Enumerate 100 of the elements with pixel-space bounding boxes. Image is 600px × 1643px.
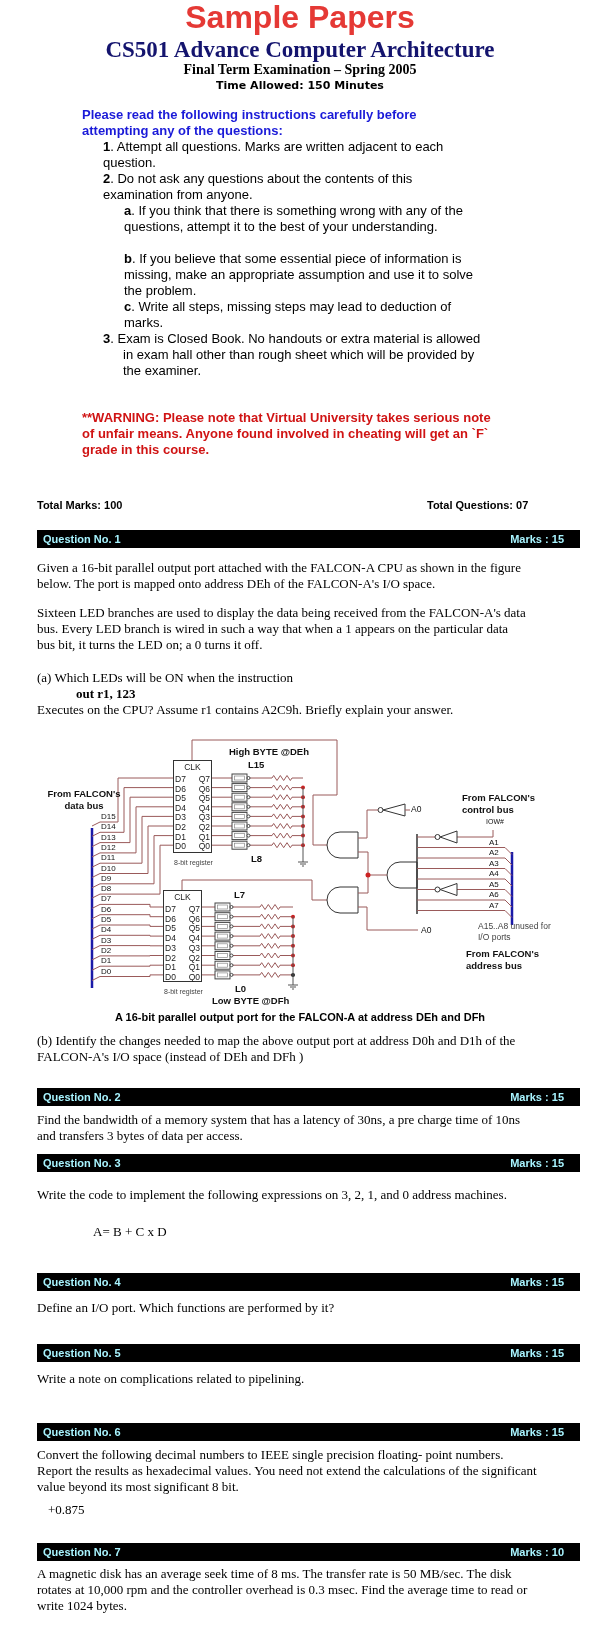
pin-label: Q5 bbox=[188, 923, 200, 934]
pin-label: D3 bbox=[175, 812, 186, 823]
marks-label: Marks : 15 bbox=[510, 1089, 564, 1105]
bus-label: From FALCON's data bus bbox=[46, 788, 122, 812]
number-value: +0.875 bbox=[48, 1502, 85, 1518]
pin-label: D0 bbox=[175, 841, 186, 852]
total-questions: Total Questions: 07 bbox=[427, 498, 529, 513]
question-header-bar bbox=[37, 1344, 580, 1362]
question-header-bar bbox=[37, 1543, 580, 1561]
question-text: Convert the following decimal numbers to IEEE single precision floating- point numbers. Report the results as hexadecimal values. You need not extend the calculations of the significant value beyond its most significant 8 bit. bbox=[37, 1447, 537, 1495]
signal-label: D5 bbox=[101, 915, 112, 925]
pin-label: Q6 bbox=[188, 913, 200, 924]
signal-label: D1 bbox=[101, 956, 112, 967]
question-number: Question No. 2 bbox=[43, 1089, 121, 1105]
question-text: Sixteen LED branches are used to display the data being received from the FALCON-A's data bus. Every LED branch is wired in such a way that when a 1 appears on the particular data bus bit, it turns the LED on; a 0 turns it off. bbox=[37, 605, 527, 653]
signal-label: D8 bbox=[101, 884, 112, 895]
question-number: Question No. 6 bbox=[43, 1424, 121, 1440]
pin-label: Q3 bbox=[188, 942, 200, 953]
signal-label: D9 bbox=[101, 873, 112, 884]
pin-label: D7 bbox=[175, 774, 186, 784]
pin-label: D3 bbox=[165, 942, 176, 953]
signal-label: D2 bbox=[101, 945, 112, 956]
signal-label: D3 bbox=[101, 935, 112, 946]
pin-label: Q6 bbox=[198, 783, 210, 794]
byte-label: High BYTE @DEh bbox=[229, 746, 309, 757]
signal-label: A0 bbox=[411, 804, 422, 814]
marks-label: Marks : 10 bbox=[510, 1544, 564, 1560]
instruction-item: a. If you think that there is something wrong with any of the questions, attempt it to the best of your understanding. bbox=[124, 203, 464, 235]
pin-label: Q0 bbox=[198, 841, 210, 852]
pin-label: Q0 bbox=[188, 971, 200, 982]
signal-label: D0 bbox=[101, 966, 112, 977]
pin-label: Q2 bbox=[188, 952, 200, 963]
question-text: Define an I/O port. Which functions are performed by it? bbox=[37, 1300, 336, 1316]
led-label: L0 bbox=[235, 983, 247, 994]
pin-label: Q4 bbox=[188, 933, 200, 944]
pin-label: D4 bbox=[165, 933, 176, 944]
question-text: Executes on the CPU? Assume r1 contains A2C9h. Briefly explain your answer. bbox=[37, 702, 455, 718]
question-header-bar bbox=[37, 1423, 580, 1441]
instruction-item: b. If you believe that some essential piece of information is missing, make an appropriate assumption and use it to solve the problem. bbox=[124, 251, 475, 299]
pin-label: Q3 bbox=[198, 812, 210, 823]
pin-label: D1 bbox=[165, 962, 176, 973]
total-marks: Total Marks: 100 bbox=[37, 498, 123, 513]
question-text: (a) Which LEDs will be ON when the instruction bbox=[37, 670, 295, 686]
pin-label: D6 bbox=[165, 913, 176, 924]
question-text: A magnetic disk has an average seek time of 8 ms. The transfer rate is 50 MB/sec. The disk rotates at 10,000 rpm and the controller overhead is 0.3 msec. Find the average time to read or write 1024 bytes. bbox=[37, 1566, 529, 1614]
pin-label: Q1 bbox=[188, 962, 200, 973]
marks-label: Marks : 15 bbox=[510, 531, 564, 547]
instruction-item: c. Write all steps, missing steps may lead to deduction of marks. bbox=[124, 299, 453, 331]
pin-label: D4 bbox=[175, 802, 186, 813]
pin-label: Q5 bbox=[198, 793, 210, 804]
question-number: Question No. 7 bbox=[43, 1544, 121, 1560]
bus-label: From FALCON's control bus bbox=[462, 792, 536, 816]
signal-label: D4 bbox=[101, 925, 112, 936]
question-header-bar bbox=[37, 1088, 580, 1106]
question-header-bar bbox=[37, 1154, 580, 1172]
pin-label: D6 bbox=[175, 783, 186, 794]
instruction-item: 3. Exam is Closed Book. No handouts or extra material is allowed in exam hall other than rough sheet which will be provided by the examiner. bbox=[103, 331, 482, 379]
pin-label: D1 bbox=[175, 831, 186, 842]
signal-label: D12 bbox=[101, 842, 116, 853]
bus-label: From FALCON's address bus bbox=[466, 948, 540, 972]
question-number: Question No. 1 bbox=[43, 531, 121, 547]
question-number: Question No. 4 bbox=[43, 1274, 121, 1290]
exam-title: CS501 Advance Computer Architecture bbox=[104, 37, 496, 63]
instruction-item: 1. Attempt all questions. Marks are written adjacent to each question. bbox=[103, 139, 445, 171]
signal-label: D6 bbox=[101, 904, 112, 915]
exam-subtitle: Final Term Examination – Spring 2005 bbox=[182, 62, 418, 78]
signal-label: D15 bbox=[101, 812, 116, 822]
byte-label: Low BYTE @DFh bbox=[212, 995, 290, 1006]
pin-label: Q1 bbox=[198, 831, 210, 842]
led-label: L15 bbox=[248, 759, 265, 770]
pin-label: Q4 bbox=[198, 802, 210, 813]
question-header-bar bbox=[37, 1273, 580, 1291]
signal-label: A4 bbox=[489, 869, 499, 879]
signal-label: A2 bbox=[489, 848, 499, 858]
signal-label: D13 bbox=[101, 832, 116, 843]
signal-label: D11 bbox=[101, 853, 116, 864]
pin-label: D2 bbox=[165, 952, 176, 963]
pin-label: D5 bbox=[175, 793, 186, 804]
instruction-item: 2. Do not ask any questions about the contents of this examination from anyone. bbox=[103, 171, 414, 203]
led-label: L8 bbox=[251, 853, 263, 864]
code-line: out r1, 123 bbox=[76, 686, 136, 702]
question-text: (b) Identify the changes needed to map the above output port at address D0h and D1h of the FALCON-A's I/O space (instead of DEh and DFh ) bbox=[37, 1033, 517, 1065]
pin-label: D7 bbox=[165, 904, 176, 914]
pin-label: D2 bbox=[175, 822, 186, 832]
pin-label: Q7 bbox=[198, 774, 210, 784]
question-number: Question No. 3 bbox=[43, 1155, 121, 1171]
pin-label: CLK bbox=[173, 892, 192, 902]
question-number: Question No. 5 bbox=[43, 1345, 121, 1361]
signal-label: A3 bbox=[489, 858, 499, 869]
instructions-heading: Please read the following instructions carefully before attempting any of the questions: bbox=[82, 107, 418, 139]
warning-text: **WARNING: Please note that Virtual University takes serious note of unfair means. Anyone found involved in cheating will get an `F` grade in this course. bbox=[82, 410, 492, 458]
pin-label: D5 bbox=[165, 923, 176, 934]
marks-label: Marks : 15 bbox=[510, 1345, 564, 1361]
banner-title: Sample Papers bbox=[184, 0, 416, 36]
signal-label: D7 bbox=[101, 894, 112, 905]
signal-label: A5 bbox=[489, 879, 499, 890]
question-text: Write a note on complications related to pipelining. bbox=[37, 1371, 306, 1387]
question-header-bar bbox=[37, 530, 580, 548]
time-allowed: Time Allowed: 150 Minutes bbox=[215, 79, 385, 93]
note-text: A15..A8 unused for I/O ports bbox=[478, 921, 552, 943]
